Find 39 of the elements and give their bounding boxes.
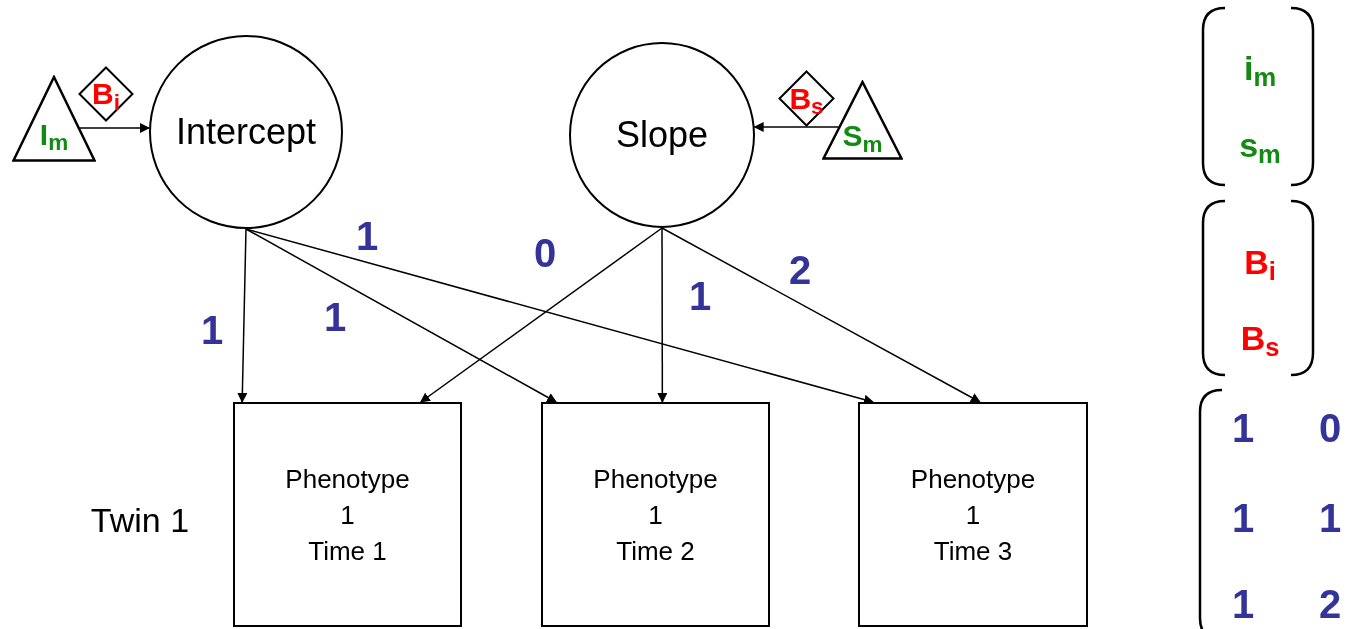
matrix-entry: i$_{m}$ <box>1243 51 1277 85</box>
node-label: Slope <box>615 113 709 157</box>
node-label: S$_{m}$ <box>842 121 883 151</box>
matrix-entry: 1 <box>1318 498 1342 538</box>
parameter-diamond <box>78 66 134 122</box>
matrix-entry: 2 <box>1318 584 1342 624</box>
matrix-entry: B$_{i}$ <box>1244 245 1276 279</box>
matrix-entry: s$_{m}$ <box>1239 128 1281 162</box>
matrix-entry: 1 <box>1231 408 1255 448</box>
arrow <box>237 228 248 403</box>
node-label: Phenotype <box>910 462 1036 496</box>
parameter-diamond <box>778 70 835 127</box>
arrow <box>661 227 981 403</box>
arrow <box>78 123 151 133</box>
node-label: B$_{s}$ <box>789 83 824 114</box>
mean-triangle <box>822 80 903 160</box>
node-label: Intercept <box>175 110 317 154</box>
node-label: Time 2 <box>616 534 695 568</box>
arrow <box>245 228 557 403</box>
arrow <box>419 227 663 403</box>
node-label: 1 <box>965 498 981 532</box>
node-label: B$_{i}$ <box>92 79 120 109</box>
row-label: Twin 1 <box>90 503 190 537</box>
node-label: I$_{m}$ <box>39 119 69 150</box>
matrix-entry: 1 <box>1231 584 1255 624</box>
node-label: Time 3 <box>933 534 1013 568</box>
node-label: Phenotype <box>593 462 718 496</box>
observed-box <box>858 402 1088 627</box>
matrix-entry: B$_{s}$ <box>1240 321 1280 355</box>
observed-box <box>233 402 462 627</box>
observed-box <box>541 402 770 627</box>
node-label: Time 1 <box>308 534 387 568</box>
matrix-entry: 1 <box>1231 498 1255 538</box>
node-label: 1 <box>340 498 355 532</box>
node-label: 1 <box>648 498 663 532</box>
matrix-entry: 0 <box>1318 408 1342 448</box>
node-label: Phenotype <box>285 462 410 496</box>
arrow <box>245 228 874 405</box>
arrow <box>657 227 668 403</box>
